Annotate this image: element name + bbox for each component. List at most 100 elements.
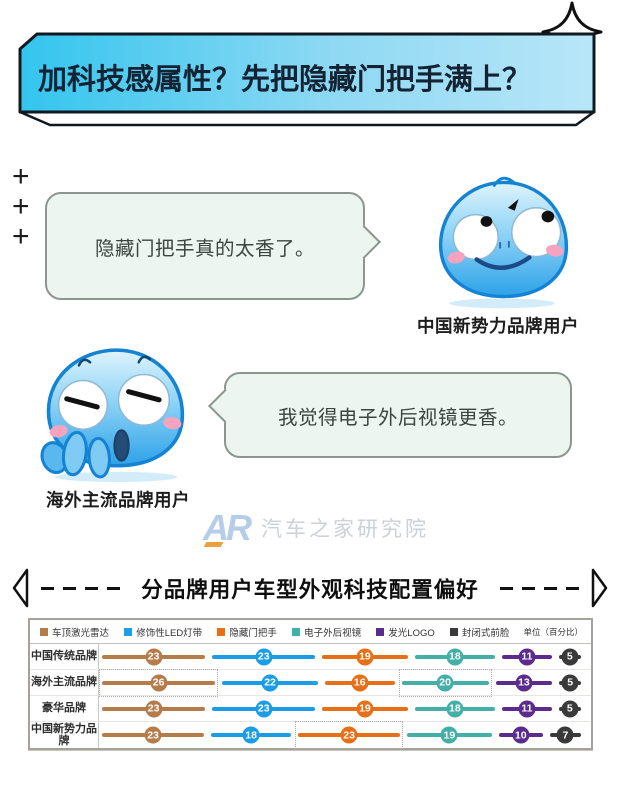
bar-segment: 19 [322, 646, 408, 668]
legend-item-label: 封闭式前脸 [461, 627, 510, 639]
arrow-left-icon [12, 568, 29, 608]
preference-chart: 车顶激光雷达 修饰性LED灯带 隐藏门把手 电子外后视镜 发光LOGO 封闭式前脸 单位（… [28, 618, 593, 750]
speech-bubble-overseas: 我觉得电子外后视镜更香。 [224, 372, 572, 458]
plus-decoration: + + + [12, 162, 30, 252]
bar-segment: 7 [549, 724, 582, 746]
bar-segment: 23 [102, 646, 206, 668]
bar-segment: 22 [222, 672, 318, 694]
value-badge: 20 [436, 674, 454, 691]
value-badge: 23 [145, 700, 163, 717]
row-label: 豪华品牌 [42, 702, 86, 715]
section-title: 分品牌用户车型外观科技配置偏好 [141, 577, 479, 602]
row-plot: 23 23 19 18 11 5 [98, 644, 591, 669]
value-badge: 13 [515, 674, 533, 691]
value-badge: 18 [446, 700, 464, 717]
legend-item: 隐藏门把手 [217, 625, 277, 639]
speaker-label-overseas: 海外主流品牌用户 [46, 490, 190, 510]
bar-segment: 10 [498, 724, 543, 746]
watermark: AR 汽车之家研究院 [203, 510, 429, 546]
value-badge: 18 [446, 648, 464, 665]
value-badge: 11 [518, 648, 536, 665]
legend-swatch-icon [217, 627, 226, 636]
value-badge: 23 [145, 648, 163, 665]
dash-decoration [499, 586, 579, 590]
bar-segment: 11 [502, 646, 552, 668]
value-badge: 23 [255, 700, 273, 717]
chart-row: 中国传统品牌 23 23 19 18 11 5 [30, 644, 591, 670]
value-badge: 7 [556, 726, 574, 744]
bar-segment: 19 [407, 724, 492, 746]
row-plot: 23 23 19 18 11 5 [98, 696, 591, 721]
unit-label: 单位（百分比） [523, 626, 583, 637]
mascot-worried-icon [438, 176, 569, 309]
chart-legend: 车顶激光雷达 修饰性LED灯带 隐藏门把手 电子外后视镜 发光LOGO 封闭式前脸 单位（… [30, 620, 591, 644]
value-badge: 5 [561, 674, 579, 691]
row-label: 中国新势力品牌 [31, 722, 97, 747]
section-header: 分品牌用户车型外观科技配置偏好 [6, 566, 614, 610]
bar-segment: 23 [102, 698, 206, 720]
legend-item-label: 隐藏门把手 [229, 627, 277, 639]
bar-segment: 23 [212, 646, 316, 668]
bar-segment: 18 [414, 698, 496, 720]
bar-segment: 18 [211, 724, 292, 746]
legend-swatch-icon [40, 627, 48, 636]
bar-segment: 26 [98, 668, 219, 697]
arrow-right-icon [591, 568, 607, 608]
plus-icon: + [12, 220, 30, 253]
value-badge: 19 [356, 700, 374, 717]
bar-segment: 18 [414, 646, 496, 668]
legend-item-label: 发光LOGO [388, 627, 435, 639]
value-badge: 19 [356, 648, 374, 665]
chart-row: 中国新势力品牌 23 18 23 19 10 7 [30, 721, 591, 749]
value-badge: 5 [561, 700, 579, 717]
legend-item: 电子外后视镜 [292, 625, 361, 639]
banner-background [18, 32, 596, 127]
legend-swatch-icon [449, 627, 458, 636]
legend-item-label: 车顶激光雷达 [52, 627, 110, 639]
legend-item-label: 修饰性LED灯带 [136, 627, 203, 639]
bar-segment: 23 [295, 721, 404, 749]
bar-segment: 5 [558, 698, 582, 720]
bar-segment: 11 [502, 698, 552, 720]
bar-segment: 23 [102, 724, 205, 746]
legend-item: 发光LOGO [376, 625, 435, 639]
row-label: 海外主流品牌 [31, 676, 97, 689]
bar-segment: 20 [398, 668, 492, 697]
dash-decoration [41, 586, 121, 590]
value-badge: 22 [261, 674, 279, 691]
chart-legend-items: 车顶激光雷达 修饰性LED灯带 隐藏门把手 电子外后视镜 发光LOGO 封闭式前脸 [40, 625, 509, 639]
row-plot: 26 22 16 20 13 5 [98, 668, 591, 697]
value-badge: 23 [144, 726, 162, 744]
plus-icon: + [12, 190, 30, 223]
chart-row: 豪华品牌 23 23 19 18 11 5 [30, 696, 591, 722]
legend-item: 封闭式前脸 [449, 625, 510, 639]
value-badge: 19 [440, 726, 458, 744]
value-badge: 11 [518, 700, 536, 717]
bar-segment: 5 [558, 646, 582, 668]
bar-segment: 16 [324, 672, 395, 694]
value-badge: 18 [242, 726, 260, 744]
legend-item-label: 电子外后视镜 [304, 627, 362, 639]
legend-swatch-icon [124, 627, 133, 636]
bar-segment: 23 [212, 698, 316, 720]
watermark-text: 汽车之家研究院 [261, 518, 429, 541]
speech-bubble-text: 隐藏门把手真的太香了。 [94, 237, 315, 260]
mascot-squint-icon [40, 348, 185, 482]
plus-icon: + [12, 160, 30, 193]
value-badge: 16 [351, 674, 369, 691]
speech-bubble-text: 我觉得电子外后视镜更香。 [277, 406, 518, 429]
legend-swatch-icon [292, 627, 301, 636]
bar-segment: 19 [322, 698, 408, 720]
value-badge: 5 [561, 648, 579, 665]
row-label: 中国传统品牌 [31, 650, 97, 663]
autohome-logo-icon: AR [203, 507, 252, 548]
legend-item: 车顶激光雷达 [40, 625, 109, 639]
value-badge: 10 [512, 726, 530, 744]
speech-bubble-new-force: 隐藏门把手真的太香了。 [45, 192, 365, 300]
row-plot: 23 18 23 19 10 7 [98, 721, 591, 749]
value-badge: 23 [255, 648, 273, 665]
speaker-label-new-force: 中国新势力品牌用户 [417, 316, 579, 336]
